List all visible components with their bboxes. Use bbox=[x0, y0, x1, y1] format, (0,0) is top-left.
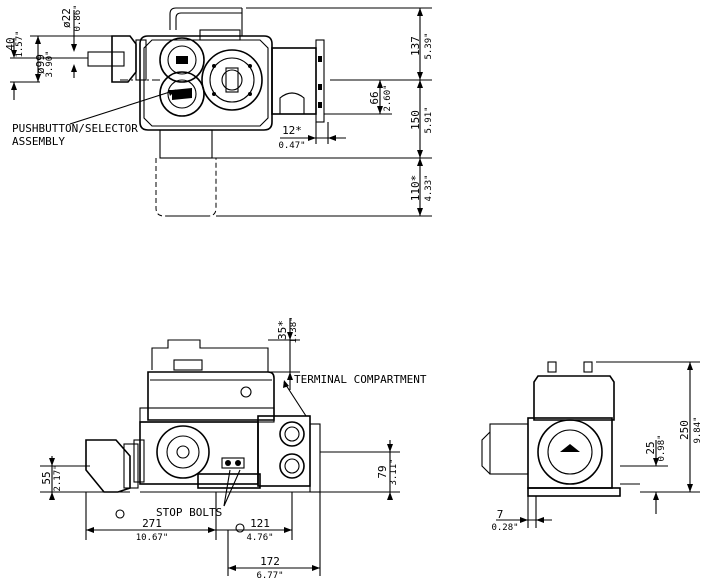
dim-121-label: 121 bbox=[250, 517, 270, 530]
dim-dia22-label: ø22 bbox=[60, 8, 73, 28]
front-view-dimensions: 35* 1.38" TERMINAL COMPARTMENT 55 2.17" … bbox=[40, 316, 427, 581]
dim-dia99-label: ø99 bbox=[34, 54, 47, 74]
dim-dia22-inch: 0.86" bbox=[73, 4, 83, 31]
dim-55-inch: 2.17" bbox=[53, 464, 63, 491]
dim-66-label: 66 bbox=[368, 91, 381, 104]
side-view-dimensions: 250 9.84" 25 0.98" 7 0.28" bbox=[491, 361, 703, 533]
label-terminal-compartment: TERMINAL COMPARTMENT bbox=[294, 373, 427, 386]
dim-40-label: 40 bbox=[4, 37, 17, 50]
dim-172-inch: 6.77" bbox=[256, 571, 283, 581]
dim-271-label: 271 bbox=[142, 517, 162, 530]
dim-25-label: 25 bbox=[644, 441, 657, 454]
dim-150-inch: 5.91" bbox=[424, 106, 434, 133]
dim-137-label: 137 bbox=[409, 36, 422, 56]
label-pushbutton-line1: PUSHBUTTON/SELECTOR bbox=[12, 122, 138, 135]
label-pushbutton-line2: ASSEMBLY bbox=[12, 135, 65, 148]
dim-7-label: 7 bbox=[497, 508, 504, 521]
top-view bbox=[70, 7, 325, 217]
dim-12-inch: 0.47" bbox=[278, 141, 305, 151]
dim-40-inch: 1.57" bbox=[15, 30, 25, 57]
dim-12-label: 12* bbox=[282, 124, 302, 137]
dim-110-inch: 4.33" bbox=[424, 174, 434, 201]
dim-79-label: 79 bbox=[376, 465, 389, 478]
dim-7-inch: 0.28" bbox=[491, 523, 518, 533]
dim-79-inch: 3.11" bbox=[389, 458, 399, 485]
dim-271-inch: 10.67" bbox=[136, 533, 169, 543]
dim-dia99-inch: 3.90" bbox=[45, 50, 55, 77]
dim-25-inch: 0.98" bbox=[657, 434, 667, 461]
dim-110-label: 110* bbox=[409, 175, 422, 202]
dim-172-label: 172 bbox=[260, 555, 280, 568]
dim-250-label: 250 bbox=[678, 420, 691, 440]
side-view bbox=[481, 361, 640, 497]
dim-137-inch: 5.39" bbox=[424, 32, 434, 59]
dim-250-inch: 9.84" bbox=[693, 416, 703, 443]
dim-66-inch: 2.60" bbox=[383, 84, 393, 111]
dim-150-label: 150 bbox=[409, 110, 422, 130]
label-stop-bolts: STOP BOLTS bbox=[156, 506, 222, 519]
dim-35-label: 35* bbox=[276, 320, 289, 340]
dim-55-label: 55 bbox=[40, 471, 53, 484]
dim-121-inch: 4.76" bbox=[246, 533, 273, 543]
front-view bbox=[85, 339, 321, 533]
dim-35-inch: 1.38" bbox=[289, 316, 299, 343]
top-view-dimensions: 40 1.57" ø22 0.86" ø99 3.90" 137 5.39" 1… bbox=[4, 4, 434, 217]
